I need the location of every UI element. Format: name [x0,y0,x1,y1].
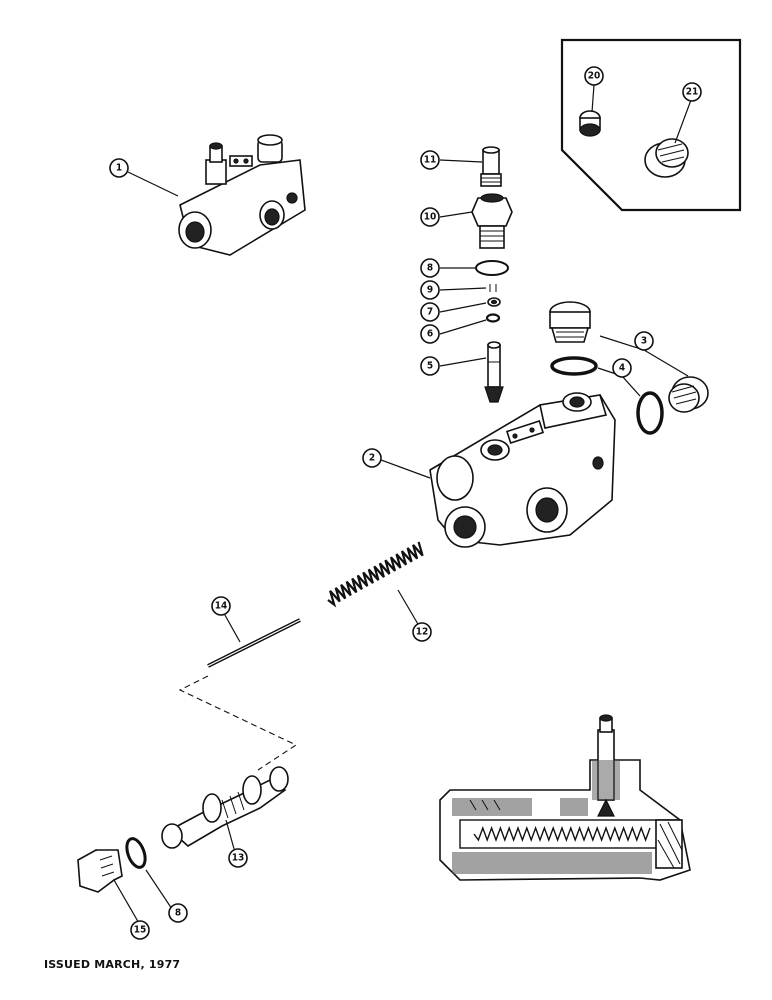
callout-2: 2 [362,448,382,468]
svg-text:8: 8 [427,263,433,274]
small-plug-part-20 [579,110,601,137]
issue-date-footer: ISSUED MARCH, 1977 [44,958,181,971]
plug-part-15 [77,849,123,893]
callout-6: 6 [420,324,440,344]
svg-text:14: 14 [215,601,228,612]
svg-text:11: 11 [424,155,437,166]
valve-body-part-2 [429,392,616,548]
callout-20: 20 [584,66,604,86]
svg-text:21: 21 [686,87,699,98]
fitting-part-10 [471,193,513,249]
svg-text:1: 1 [116,163,122,174]
plug-part-3 [549,301,709,413]
callout-13: 13 [228,848,248,868]
callout-1: 1 [109,158,129,178]
callout-15: 15 [130,920,150,940]
spool-part-13 [161,766,289,849]
svg-text:20: 20 [588,71,601,82]
callout-11: 11 [420,150,440,170]
o-ring-part-8-upper [475,260,509,276]
leader-lines [113,84,692,926]
pin-part-9 [489,284,497,292]
callout-8-upper: 8 [420,258,440,278]
plug-part-21 [644,138,689,178]
callout-7: 7 [420,302,440,322]
o-ring-part-8-lower [125,837,147,869]
valve-assembly-part-1 [178,134,306,256]
callout-4: 4 [612,358,632,378]
callout-3: 3 [634,331,654,351]
svg-text:12: 12 [416,627,429,638]
adjuster-part-11 [480,146,502,187]
svg-text:13: 13 [232,853,245,864]
svg-text:5: 5 [427,361,433,372]
washer-part-7 [487,297,501,307]
callout-12: 12 [412,622,432,642]
roll-pin-part-14 [207,618,301,668]
spring-part-12 [327,541,424,608]
assembly-dashed-line [178,675,298,771]
svg-text:4: 4 [619,363,625,374]
svg-text:15: 15 [134,925,147,936]
svg-text:10: 10 [424,212,437,223]
svg-text:7: 7 [427,307,433,318]
inset-panel [560,38,742,212]
washer-part-6 [485,313,501,323]
svg-text:6: 6 [427,329,433,340]
o-ring-part-4 [550,356,664,435]
callout-21: 21 [682,82,702,102]
callout-5: 5 [420,356,440,376]
cutaway-section-view [439,714,691,881]
valve-stem-part-5 [484,341,504,403]
callout-10: 10 [420,207,440,227]
svg-text:8: 8 [175,908,181,919]
callout-9: 9 [420,280,440,300]
callout-14: 14 [211,596,231,616]
callout-8-lower: 8 [168,903,188,923]
svg-text:2: 2 [369,453,375,464]
svg-text:9: 9 [427,285,433,296]
svg-text:3: 3 [641,336,647,347]
